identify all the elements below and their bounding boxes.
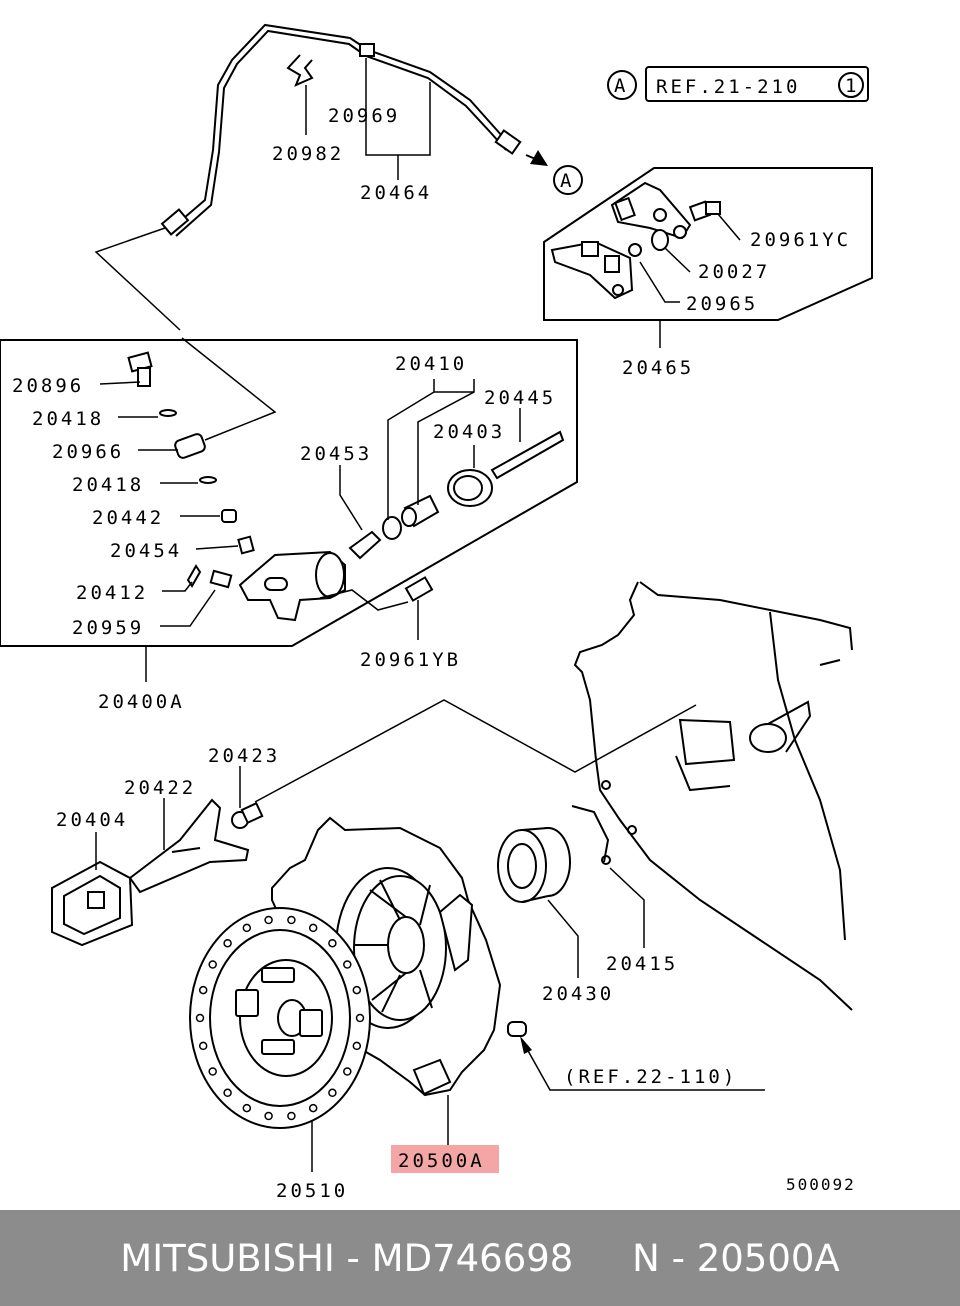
disc-rivet-hole (198, 985, 208, 995)
disc-rivet-hole (328, 938, 337, 948)
label-20465: 20465 (622, 357, 694, 379)
disc-rivet-hole (328, 1088, 337, 1098)
disc-rivet-hole (264, 915, 273, 925)
disc-rivet-hole (242, 923, 252, 933)
label-20959: 20959 (72, 617, 144, 639)
ref-note-bottom: (REF.22-110) (564, 1066, 737, 1088)
release-bearing (497, 827, 571, 903)
arrow-marker-a: A (560, 170, 572, 192)
label-20965: 20965 (686, 293, 758, 315)
label-20418b: 20418 (72, 474, 144, 496)
footer-separator: - (659, 1236, 697, 1280)
bracket-parts (550, 181, 721, 300)
ref-box-text: REF.21-210 (656, 76, 800, 98)
parts-diagram: 20969 20982 20464 A REF.21-210 1 A 20961… (0, 23, 873, 1202)
label-20027: 20027 (698, 261, 770, 283)
disc-rivet-hole (308, 923, 318, 933)
footer-part-number: MD746698 (371, 1236, 574, 1280)
label-20969: 20969 (328, 105, 400, 127)
label-20896: 20896 (12, 375, 84, 397)
arrow-head (530, 150, 548, 166)
label-20982: 20982 (272, 143, 344, 165)
label-20966: 20966 (52, 441, 124, 463)
disc-rivet-hole (208, 960, 217, 969)
label-20500A: 20500A (398, 1150, 485, 1172)
label-20961YC: 20961YC (750, 229, 851, 251)
label-20412: 20412 (76, 582, 148, 604)
label-20464: 20464 (360, 182, 432, 204)
disc-rivet-hole (352, 1041, 362, 1051)
label-20961YB: 20961YB (360, 649, 461, 671)
disc-rivet-hole (287, 1111, 296, 1121)
release-fork-group (51, 798, 264, 947)
clip-20415 (571, 805, 610, 863)
label-20403: 20403 (433, 421, 505, 443)
disc-rivet-hole (208, 1067, 217, 1076)
highlight-20500A (391, 1145, 499, 1173)
arrow-marker-circle (553, 165, 583, 195)
label-20400A: 20400A (98, 691, 185, 713)
disc-rivet-hole (195, 1013, 205, 1023)
cover-bolt (507, 1021, 527, 1037)
disc-rivet-hole (198, 1041, 208, 1051)
footer-brand: MITSUBISHI (120, 1236, 335, 1280)
drawing-number: 500092 (786, 1175, 856, 1194)
footer-gap (573, 1237, 632, 1280)
disc-rivet-hole (264, 1111, 273, 1121)
pushrod-line (254, 699, 697, 803)
label-20510: 20510 (276, 1180, 348, 1202)
label-20418a: 20418 (32, 408, 104, 430)
transmission-housing (573, 581, 853, 1011)
disc-rivet-hole (287, 915, 296, 925)
ref-box (645, 66, 869, 102)
disc-rivet-hole (242, 1103, 252, 1113)
bracket-box (543, 167, 873, 321)
label-20454: 20454 (110, 540, 182, 562)
footer-bar: MITSUBISHI - MD746698 N - 20500A (0, 1210, 960, 1306)
footer-text: MITSUBISHI - MD746698 N - 20500A (120, 1237, 839, 1280)
disc-rivet-hole (352, 985, 362, 995)
label-20422: 20422 (124, 777, 196, 799)
ref-box-index: 1 (845, 75, 856, 97)
label-20415: 20415 (606, 953, 678, 975)
clutch-disc (189, 907, 371, 1129)
footer-ref-prefix: N (632, 1236, 660, 1280)
label-20453: 20453 (300, 443, 372, 465)
cylinder-parts (127, 351, 565, 622)
disc-rivet-hole (343, 1067, 352, 1076)
disc-rivet-hole (223, 1088, 232, 1098)
disc-rivet-hole (223, 938, 232, 948)
label-20423: 20423 (208, 745, 280, 767)
clutch-pipe (160, 23, 522, 237)
label-20410: 20410 (395, 353, 467, 375)
clip-20982 (286, 54, 314, 87)
label-20404: 20404 (56, 809, 128, 831)
footer-separator: - (334, 1236, 372, 1280)
disc-rivet-hole (343, 960, 352, 969)
disc-rivet-hole (308, 1103, 318, 1113)
footer-ref-number: 20500A (696, 1236, 840, 1280)
label-20445: 20445 (484, 387, 556, 409)
label-20442: 20442 (92, 507, 164, 529)
cylinder-box (0, 339, 578, 647)
ref-marker-a: A (614, 75, 626, 97)
ref-circle-a (607, 70, 637, 100)
label-20430: 20430 (542, 983, 614, 1005)
disc-rivet-hole (355, 1013, 365, 1023)
